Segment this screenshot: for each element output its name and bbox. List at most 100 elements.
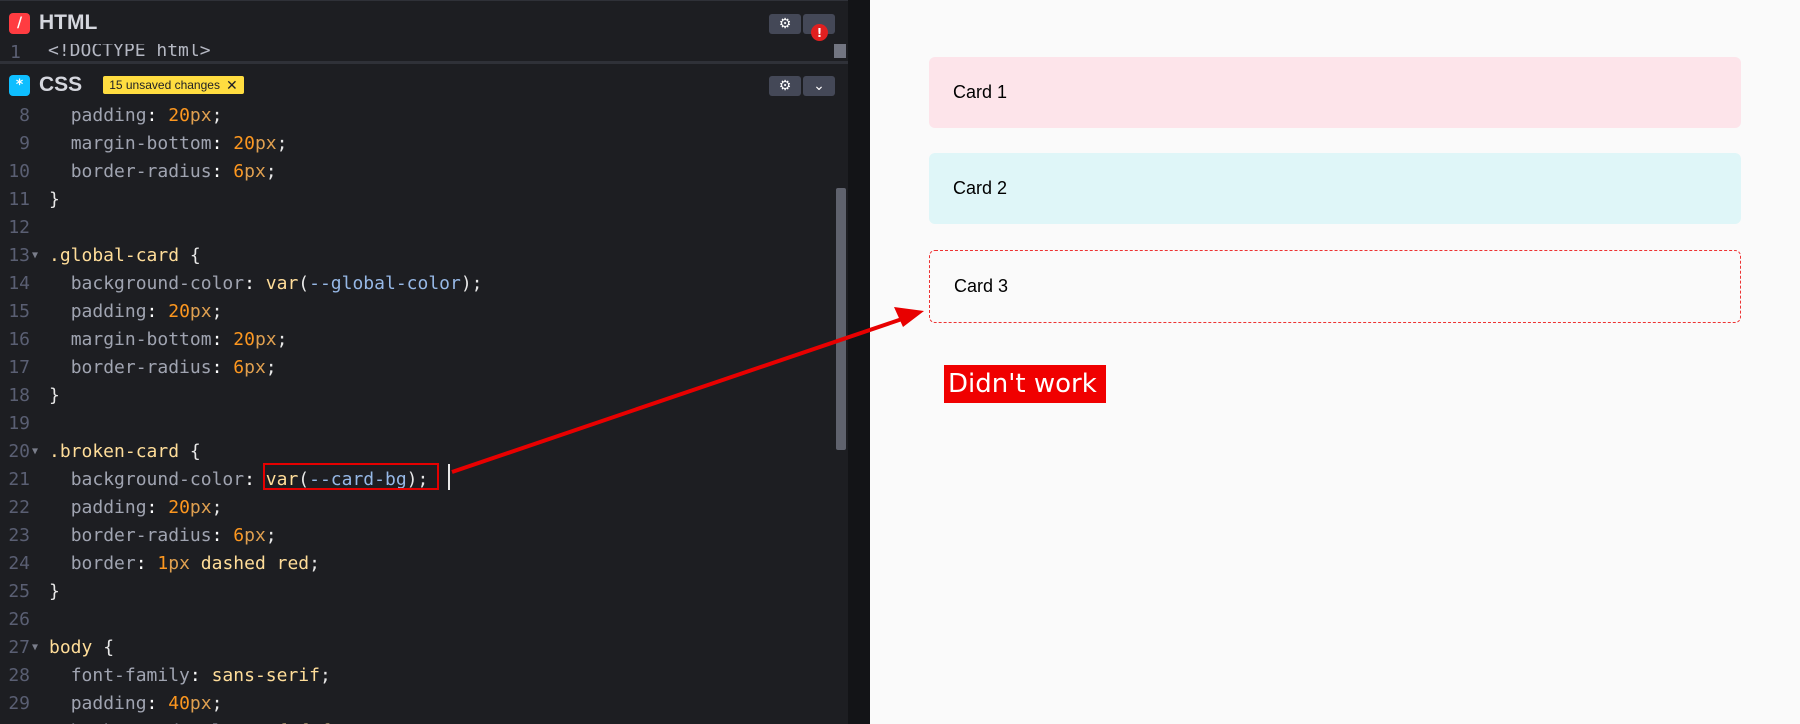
html-panel-title: HTML [39,11,98,34]
code-text: padding: 20px; [70,497,223,518]
code-text: padding: 20px; [70,301,223,322]
annotation-highlight-box [263,463,439,490]
css-settings-button[interactable]: ⚙ [769,76,801,96]
code-line[interactable]: 25} [0,578,832,606]
html-code-preview[interactable]: 1 <!DOCTYPE html> [0,44,848,58]
code-line[interactable]: 26 [0,606,832,634]
line-number: 23 [8,525,30,546]
html-panel-header[interactable]: / HTML ⚙ ⌄ ! [0,0,848,45]
code-line[interactable]: 21 background-color: var(--card-bg); [0,466,832,494]
card-label: Card 1 [953,82,1008,102]
code-text: background-color: #fafafa; [49,718,353,724]
code-line[interactable]: 18} [0,382,832,410]
line-number: 17 [8,357,30,378]
css-panel-title: CSS [39,73,83,96]
code-text: background-color: var(--card-bg); [70,469,429,490]
card-label: Card 2 [953,178,1008,198]
fold-arrow-icon[interactable]: ▼ [32,642,39,653]
annotation-label: Didn't work [944,365,1106,403]
fold-arrow-icon[interactable]: ▼ [32,250,39,261]
line-number: 22 [8,497,30,518]
html-logo-icon: / [9,12,30,34]
code-line[interactable]: 11} [0,186,832,214]
code-line[interactable]: 27▼ body { [0,634,832,662]
css-panel-header[interactable]: * CSS 15 unsaved changes ✕ ⚙ ⌄ [0,61,848,106]
line-number: 12 [8,217,30,238]
chevron-down-icon: ⌄ [813,78,825,94]
code-text: font-family: sans-serif; [70,665,331,686]
gear-icon: ⚙ [778,78,792,94]
line-number: 15 [8,301,30,322]
code-line[interactable]: 17 border-radius: 6px; [0,354,832,382]
card-1: Card 1 [929,57,1741,128]
text-cursor [448,464,450,490]
code-text: padding: 40px; [70,693,223,714]
code-text: } [49,189,60,210]
code-line[interactable]: 23 border-radius: 6px; [0,522,832,550]
code-line[interactable]: 9 margin-bottom: 20px; [0,130,832,158]
code-text: border-radius: 6px; [70,161,277,182]
line-number: 21 [8,469,30,490]
line-number: 9 [19,133,30,154]
card-2: Card 2 [929,153,1741,224]
code-line[interactable]: 15 padding: 20px; [0,298,832,326]
css-code-area[interactable]: 8 padding: 20px;9 margin-bottom: 20px;10… [0,104,832,724]
line-number: 29 [8,693,30,714]
code-text: .global-card { [49,245,201,266]
code-line[interactable]: 10 border-radius: 6px; [0,158,832,186]
line-number: 10 [8,161,30,182]
line-number: 24 [8,553,30,574]
html-settings-button[interactable]: ⚙ [769,14,801,34]
html-scrollbar[interactable] [834,44,846,58]
line-number: 11 [8,189,30,210]
code-editor: / HTML ⚙ ⌄ ! 1 <!DOCTYPE html> * CSS 15 … [0,0,870,724]
fold-arrow-icon[interactable]: ▼ [32,446,39,457]
code-text: padding: 20px; [70,105,223,126]
unsaved-changes-badge[interactable]: 15 unsaved changes ✕ [103,76,244,94]
code-text: border-radius: 6px; [70,525,277,546]
code-line[interactable]: 28 font-family: sans-serif; [0,662,832,690]
code-line[interactable]: 24 border: 1px dashed red; [0,550,832,578]
code-text: margin-bottom: 20px; [70,329,288,350]
line-number: 28 [8,665,30,686]
code-line[interactable]: 20▼.broken-card { [0,438,832,466]
code-line[interactable]: 19 [0,410,832,438]
line-number: 13 [8,245,30,266]
code-line: <!DOCTYPE html> [48,44,211,58]
code-text: background-color: var(--global-color); [70,273,483,294]
code-text: border-radius: 6px; [70,357,277,378]
line-number: 8 [19,105,30,126]
code-line[interactable]: 29 padding: 40px; [0,690,832,718]
line-number: 27 [8,637,30,658]
line-number: 18 [8,385,30,406]
line-number: 26 [8,609,30,630]
unsaved-changes-label: 15 unsaved changes [109,78,220,92]
line-number: 20 [8,441,30,462]
code-line[interactable]: 16 margin-bottom: 20px; [0,326,832,354]
line-number: 16 [8,329,30,350]
code-line[interactable]: 22 padding: 20px; [0,494,832,522]
close-icon[interactable]: ✕ [225,76,238,93]
line-number: 14 [8,273,30,294]
card-3-broken: Card 3 [929,250,1741,323]
code-text: border: 1px dashed red; [70,553,320,574]
code-line[interactable]: 13▼ .global-card { [0,242,832,270]
code-line[interactable]: 14 background-color: var(--global-color)… [0,270,832,298]
css-logo-icon: * [9,74,30,96]
css-collapse-button[interactable]: ⌄ [803,76,835,96]
code-text: } [49,385,60,406]
preview-pane: Card 1 Card 2 Card 3 Didn't work [870,0,1800,724]
code-text: body { [49,637,115,658]
card-label: Card 3 [954,276,1009,296]
code-line[interactable]: 8 padding: 20px; [0,104,832,130]
gear-icon: ⚙ [778,16,792,32]
css-scrollbar[interactable] [836,188,846,450]
error-badge-icon: ! [811,24,828,41]
code-text: margin-bottom: 20px; [70,133,288,154]
code-line[interactable]: 30 background-color: #fafafa; [0,718,832,724]
line-number: 1 [10,44,21,58]
line-number: 30 [0,718,30,724]
line-number: 19 [8,413,30,434]
line-number: 25 [8,581,30,602]
code-line[interactable]: 12 [0,214,832,242]
